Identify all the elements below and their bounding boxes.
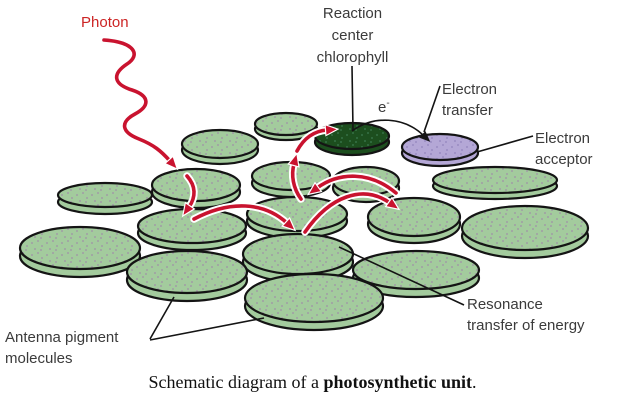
disc-top [241,232,355,276]
antenna-pointer-line-2 [149,317,265,341]
electron-transfer-pointer-line [423,85,441,133]
caption-prefix: Schematic diagram of a [148,372,324,392]
resonance-arrow-6 [295,123,340,153]
electron-transfer-label: Electron transfer [442,81,498,119]
disc-top [136,207,248,245]
disc-top [125,249,249,295]
figure-caption: Schematic diagram of a photosynthetic un… [0,372,625,393]
resonance-arrow-1 [181,174,196,218]
resonance-arrow-5 [287,151,303,201]
electron-acceptor-label: Electron acceptor [535,130,593,168]
antenna-pigment-disc [366,196,462,245]
electron-symbol-sup: - [386,98,390,109]
resonance-transfer-label: Resonance transfer of energy [467,296,585,334]
antenna-pointer-line-1 [149,296,175,340]
caption-suffix: . [471,372,477,392]
antenna-pigment-disc [241,232,355,284]
electron-symbol-base: e [378,99,387,116]
disc-top [460,204,590,252]
resonance-arrow-3 [303,192,401,234]
disc-top [18,225,142,271]
disc-top [253,111,319,137]
disc-top [180,128,260,160]
antenna-pigment-disc [125,249,249,303]
antenna-pigment-disc [431,165,559,201]
antenna-pigment-disc [136,207,248,252]
disc-top [351,249,481,291]
electron-acceptor-disc [400,132,480,168]
antenna-pigment-disc [460,204,590,260]
disc-top [56,181,154,209]
antenna-pigment-disc [180,128,260,166]
reaction-center-pointer-line [351,65,354,131]
electron-symbol-label: e- [378,98,390,116]
reaction-center-label: Reaction center chlorophyll [316,5,389,66]
antenna-pigment-label: Antenna pigment molecules [5,329,119,367]
caption-bold: photosynthetic unit [323,372,472,392]
disc-top [431,165,559,195]
disc-top [243,272,385,324]
disc-top [400,132,480,162]
disc-top [366,196,462,238]
antenna-pigment-disc [253,111,319,142]
electron-acceptor-pointer-line [476,135,534,153]
antenna-pigment-disc [56,181,154,216]
photon-arrow [102,38,179,171]
photon-label: Photon [81,14,129,31]
antenna-pigment-disc [18,225,142,279]
photon-arrow-halo [100,36,174,165]
resonance-arrow-2 [192,204,297,232]
electron-transfer-arc-arrow [351,119,431,142]
resonance-arrow-4 [306,174,398,196]
antenna-pigment-disc [243,272,385,332]
resonance-pointer-line [338,246,465,306]
